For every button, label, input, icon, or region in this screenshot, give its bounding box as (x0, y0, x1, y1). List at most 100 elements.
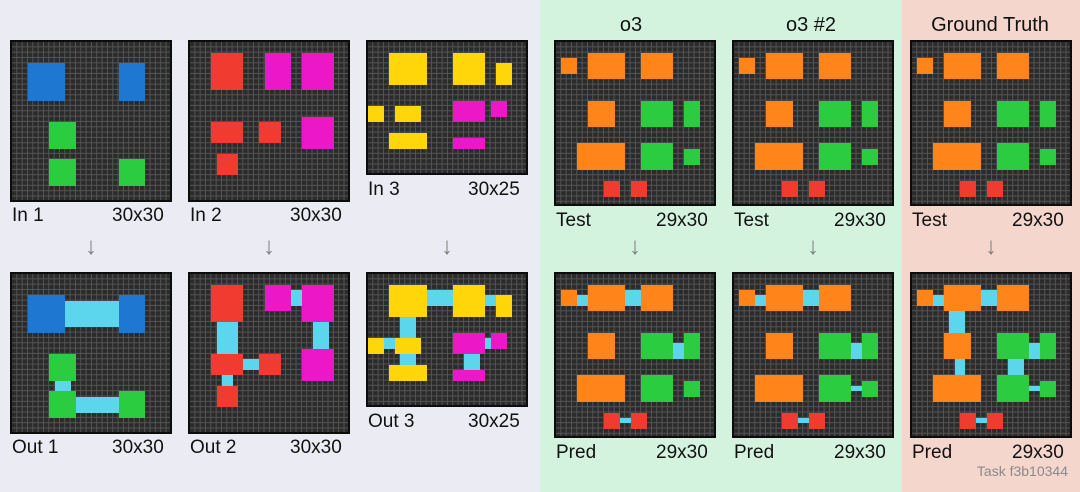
magenta-block (490, 100, 507, 117)
red-block (211, 353, 244, 376)
output-grid-1 (10, 272, 172, 434)
orange-block (943, 52, 982, 80)
orange-block (561, 289, 578, 306)
connector-bar (54, 380, 71, 392)
connector-bar (463, 353, 480, 370)
o3-test-grid (554, 40, 716, 206)
output-1-label: Out 1 (12, 437, 59, 458)
green-block (997, 143, 1030, 170)
orange-block (943, 100, 971, 128)
green-block (819, 375, 852, 402)
input-grid-3 (366, 40, 528, 175)
connector-bar (221, 375, 233, 386)
yellow-block (389, 52, 427, 85)
output-3-size: 30x25 (468, 411, 520, 432)
orange-block (739, 289, 756, 306)
connector-bar (755, 295, 766, 306)
input-2-label: In 2 (190, 205, 222, 226)
magenta-block (301, 348, 334, 381)
magenta-block (301, 52, 334, 90)
o3-2-pred-size: 29x30 (834, 442, 886, 463)
green-block (861, 100, 878, 128)
orange-block (819, 284, 852, 312)
orange-block (755, 375, 804, 402)
input-3-label: In 3 (368, 179, 400, 200)
yellow-block (368, 337, 384, 354)
orange-block (561, 57, 578, 74)
green-block (683, 100, 700, 128)
blue-block (27, 295, 66, 333)
connector-bar (981, 289, 998, 306)
red-block (630, 180, 647, 197)
yellow-block (453, 52, 486, 85)
connector-bar (949, 311, 966, 333)
connector-bar (65, 300, 119, 328)
yellow-block (394, 337, 422, 354)
o3-test-size: 29x30 (656, 210, 708, 231)
green-block (819, 100, 852, 128)
output-2-label: Out 2 (190, 437, 237, 458)
red-block (986, 412, 1003, 429)
red-block (216, 153, 238, 176)
o3-2-prediction-grid (732, 272, 894, 438)
green-block (683, 332, 700, 360)
orange-block (641, 52, 674, 80)
magenta-block (453, 369, 486, 381)
magenta-block (490, 332, 507, 349)
red-block (781, 180, 798, 197)
green-block (641, 100, 674, 128)
o3-pred-label: Pred (556, 442, 597, 463)
green-block (641, 375, 674, 402)
connector-bar (1029, 343, 1040, 360)
output-3-label: Out 3 (368, 411, 415, 432)
ground-truth-test-label: Test (912, 210, 947, 231)
red-block (986, 180, 1003, 197)
red-block (259, 353, 281, 376)
ground-truth-pred-size: 29x30 (1012, 442, 1064, 463)
o3-column-title: o3 (619, 14, 643, 36)
ground-truth-prediction-grid (910, 272, 1072, 438)
green-block (1039, 380, 1056, 397)
connector-bar (75, 396, 119, 413)
green-block (819, 143, 852, 170)
input-3-size: 30x25 (468, 179, 520, 200)
yellow-block (389, 132, 427, 149)
o3-prediction-grid (554, 272, 716, 438)
red-block (959, 180, 976, 197)
yellow-block (389, 284, 427, 317)
down-arrow-icon: ↓ (985, 233, 997, 260)
output-grid-3 (366, 272, 528, 407)
o3-2-pred-label: Pred (734, 442, 775, 463)
orange-block (933, 375, 982, 402)
output-2-size: 30x30 (290, 437, 342, 458)
ground-truth-column-title: Ground Truth (931, 14, 1049, 36)
orange-block (587, 100, 615, 128)
green-block (49, 391, 76, 418)
green-block (861, 380, 878, 397)
orange-block (641, 284, 674, 312)
magenta-block (264, 284, 292, 312)
blue-block (118, 63, 146, 101)
connector-bar (851, 385, 862, 392)
input-grid-1 (10, 40, 172, 202)
connector-bar (485, 337, 491, 349)
yellow-block (368, 105, 384, 122)
input-grid-2 (188, 40, 350, 202)
red-block (259, 121, 281, 144)
magenta-block (301, 284, 334, 322)
ground-truth-test-size: 29x30 (1012, 210, 1064, 231)
orange-block (765, 284, 804, 312)
green-block (1039, 332, 1056, 360)
green-block (641, 332, 674, 360)
down-arrow-icon: ↓ (629, 233, 641, 260)
orange-block (943, 332, 971, 360)
o3-2-test-size: 29x30 (834, 210, 886, 231)
connector-bar (399, 353, 416, 365)
connector-bar (399, 316, 416, 338)
input-1-size: 30x30 (112, 205, 164, 226)
yellow-block (495, 63, 512, 85)
green-block (641, 143, 674, 170)
connector-bar (243, 359, 260, 370)
connector-bar (216, 321, 238, 354)
yellow-block (394, 105, 422, 122)
